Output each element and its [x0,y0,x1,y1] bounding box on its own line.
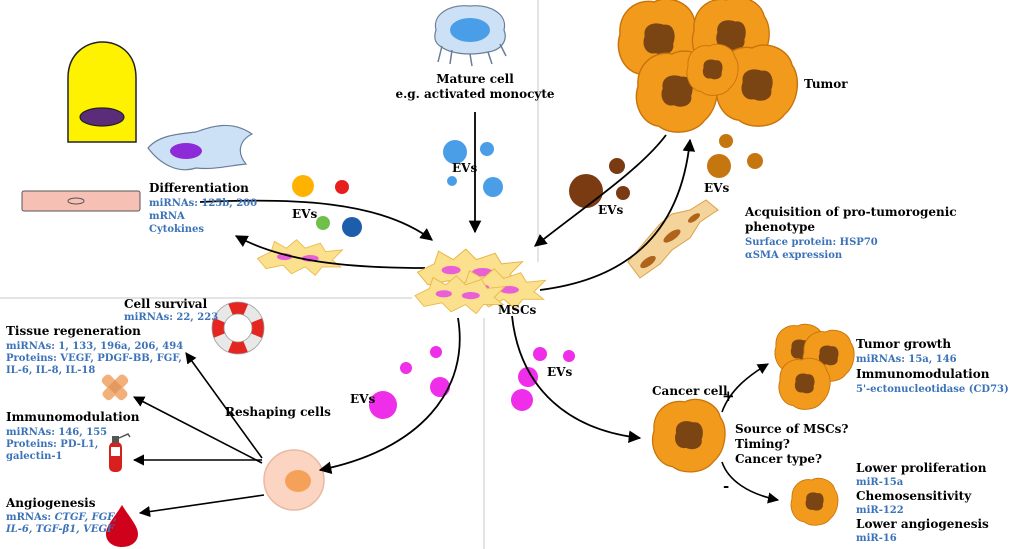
yellow-cell-nucleus [79,107,125,127]
cell-survival-mirnas: miRNAs: 22, 223 [124,312,219,323]
fire-extinguisher-icon [109,433,131,472]
question-timing: Timing? [735,437,790,451]
ev-magenta-7 [518,367,538,387]
arrow-evs-to-mscs-left [199,199,433,241]
mature-cell-nucleus [450,18,490,42]
ev-magenta-6 [563,350,575,362]
tumor-growth-mirnas: miRNAs: 15a, 146 [856,354,957,365]
lifebuoy-icon [211,301,265,355]
tissue-regen-title: Tissue regeneration [6,324,141,338]
arrow-mscs-to-reshaping [318,317,461,474]
mature-cell-example: e.g. activated monocyte [395,87,555,101]
evs-label-top-center: EVs [452,161,478,175]
ev-yellow [292,175,314,197]
arrow-to-angiogenesis [138,494,265,518]
minus-sign: - [723,477,730,495]
immunomodulation-proteins: Proteins: PD-L1, [6,439,99,450]
evs-label-top-right-1: EVs [598,203,624,217]
bandage-icon [101,374,129,401]
immunomodulation-mirnas: miRNAs: 146, 155 [6,427,108,438]
evs-label-top-left: EVs [292,207,318,221]
lower-angiogenesis-mirna: miR-16 [856,533,897,544]
immunomodulation-title-left: Immunomodulation [6,410,140,424]
arrow-to-cell-survival [185,352,263,459]
tissue-regen-mirnas: miRNAs: 1, 133, 196a, 206, 494 [6,341,184,352]
evs-label-bottom-right: EVs [547,365,573,379]
pro-tumor-mscs [627,199,719,279]
arrow-to-lower-proliferation [721,461,780,504]
reshaping-cells-label: Reshaping cells [225,405,331,419]
pro-tumor-title-2: phenotype [745,220,816,234]
question-source: Source of MSCs? [735,422,849,436]
lower-proliferation-title: Lower proliferation [856,461,987,475]
muscle-cell-nucleus [67,197,85,205]
differentiation-mirnas: miRNAs: 125b, 200 [149,198,258,209]
mscs-label: MSCs [498,303,537,317]
mature-cell-label: Mature cell [436,72,514,86]
ev-blue-4 [483,177,503,197]
ev-orange-1 [719,134,733,148]
lower-proliferation-mirna: miR-15a [856,477,904,488]
ev-brown-3 [616,186,630,200]
ev-magenta-2 [400,362,412,374]
cancer-cell [651,398,726,473]
angiogenesis-factors: IL-6, TGF-β1, VEGF [6,524,115,535]
tumor-cluster [617,0,799,133]
immunomodulation-cd73: 5'-ectonucleotidase (CD73) [856,384,1009,395]
pro-tumor-hsp70: Surface protein: HSP70 [745,237,878,248]
differentiation-title: Differentiation [149,181,249,195]
tumor-label: Tumor [804,77,848,91]
ev-blue-2 [480,142,494,156]
blue-cell-nucleus [170,143,202,159]
blood-drop-icon [106,505,138,547]
plus-sign: + [722,387,735,405]
pro-tumor-asma: αSMA expression [745,250,843,261]
immunomodulation-galectin: galectin-1 [6,451,63,462]
differentiation-mrna: mRNA [149,211,185,222]
lower-angiogenesis-title: Lower angiogenesis [856,517,989,531]
immunomodulation-title-right: Immunomodulation [856,367,990,381]
ev-magenta-3 [430,377,450,397]
ev-magenta-4 [369,391,397,419]
ev-dark-blue [342,217,362,237]
tissue-regen-proteins: Proteins: VEGF, PDGF-BB, FGF, [6,353,182,364]
ev-blue-1 [443,140,467,164]
ev-magenta-1 [430,346,442,358]
chemosensitivity-title: Chemosensitivity [856,489,972,503]
arrow-tumor-to-mscs [534,134,667,247]
ev-red [335,180,349,194]
arrow-mscs-to-cancer [511,315,642,443]
tumor-growth-cells [774,323,855,410]
question-cancer-type: Cancer type? [735,452,823,466]
arrow-to-tumor-growth [721,363,769,413]
ev-green [316,216,330,230]
ev-magenta-5 [533,347,547,361]
ev-magenta-8 [511,389,533,411]
cell-survival-title: Cell survival [124,297,208,311]
chemosensitivity-mirna: miR-122 [856,505,904,516]
diagram-art [0,0,855,549]
reshaping-cell-nucleus [285,470,311,492]
evs-label-bottom-left: EVs [350,392,376,406]
differentiation-cytokines: Cytokines [149,224,205,235]
ev-orange-3 [747,153,763,169]
evs-label-top-right-2: EVs [704,181,730,195]
tissue-regen-ils: IL-6, IL-8, IL-18 [6,365,96,376]
angiogenesis-title: Angiogenesis [6,496,96,510]
ev-orange-2 [707,154,731,178]
pro-tumor-title-1: Acquisition of pro-tumorogenic [745,205,957,219]
arrow-mscs-to-tumor [539,138,696,291]
mature-cell-pseudopods [437,43,507,67]
reduced-cancer-cell [790,477,839,526]
yellow-cell [67,41,137,143]
cancer-cell-label: Cancer cell [652,384,728,398]
ev-brown-2 [609,158,625,174]
tumor-growth-title: Tumor growth [856,337,952,351]
ev-blue-3 [447,176,457,186]
angiogenesis-mrnas: mRNAs: CTGF, FGF, [6,512,117,523]
arrow-mscs-to-differentiation [234,235,426,269]
arrow-to-tissue-regen [133,396,263,464]
